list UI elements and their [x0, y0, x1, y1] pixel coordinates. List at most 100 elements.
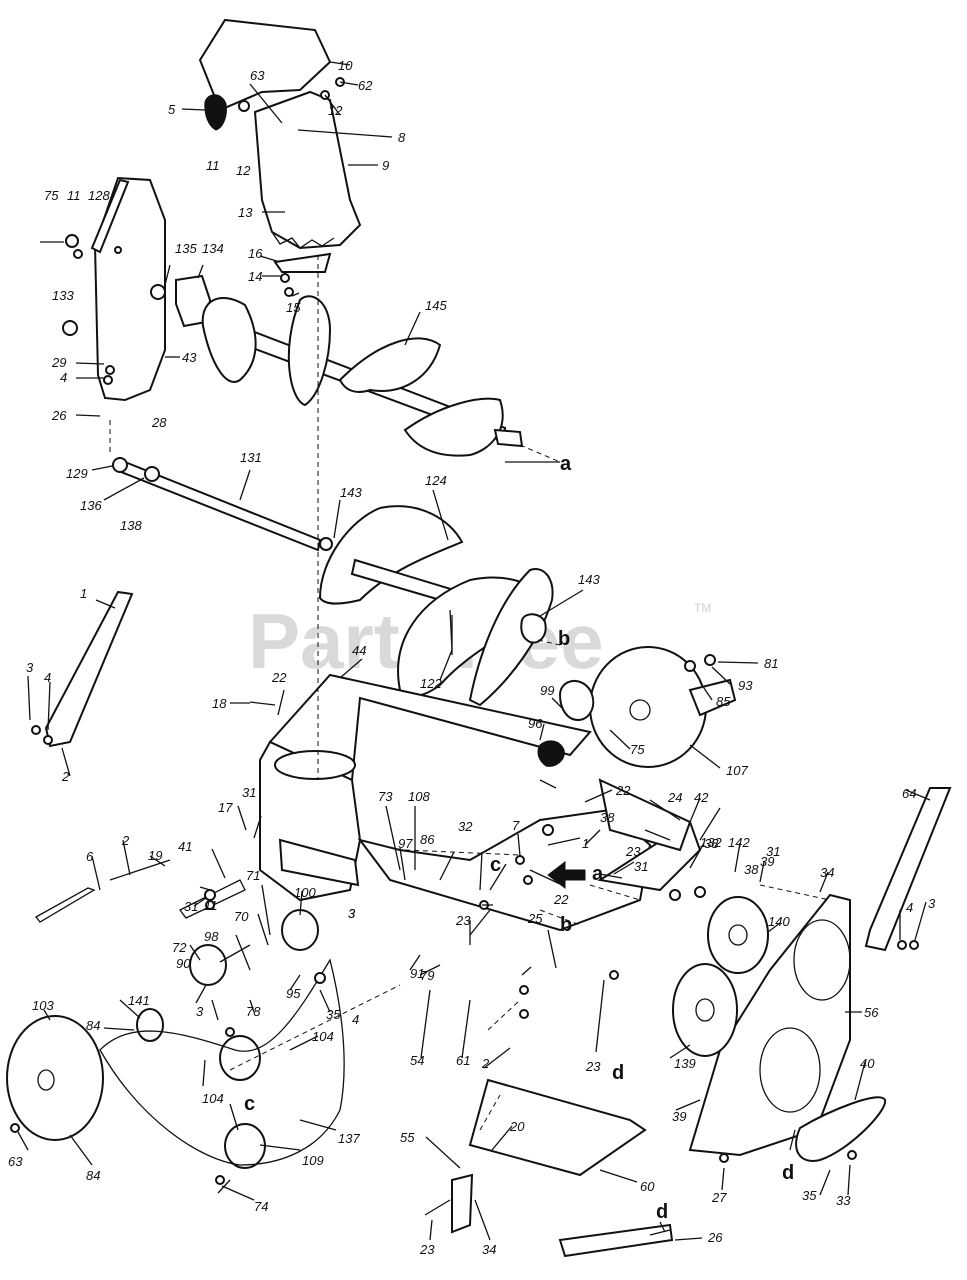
- part-number-callout: 5: [168, 102, 176, 117]
- part-number-callout: 12: [236, 163, 251, 178]
- part-number-callout: 7: [512, 818, 520, 833]
- part-number-callout: 34: [482, 1242, 496, 1257]
- part-number-callout: 10: [338, 58, 353, 73]
- part-number-callout: 122: [420, 676, 442, 691]
- part-number-callout: 61: [456, 1053, 470, 1068]
- part-number-callout: 143: [578, 572, 600, 587]
- part-number-callout: 11: [67, 188, 81, 203]
- discharge-chute: [253, 90, 362, 250]
- part-number-callout: 134: [202, 241, 224, 256]
- part-number-callout: 22: [615, 783, 631, 798]
- part-number-callout: 14: [248, 269, 262, 284]
- part-number-callout: 62: [358, 78, 373, 93]
- part-number-callout: 140: [768, 914, 790, 929]
- part-number-callout: 141: [128, 993, 150, 1008]
- part-number-callout: 3: [26, 660, 34, 675]
- part-number-callout: 81: [764, 656, 778, 671]
- part-number-callout: 40: [860, 1056, 875, 1071]
- reference-letter: a: [592, 863, 604, 885]
- chute-flange: [273, 252, 332, 273]
- part-number-callout: 109: [302, 1153, 324, 1168]
- part-number-callout: 129: [66, 466, 88, 481]
- part-number-callout: 23: [419, 1242, 435, 1257]
- part-number-callout: 42: [694, 790, 709, 805]
- part-number-callout: 27: [711, 1190, 727, 1205]
- part-number-callout: 33: [836, 1193, 851, 1208]
- part-number-callout: 31: [242, 785, 256, 800]
- reference-letter: c: [490, 854, 501, 876]
- part-number-callout: 108: [408, 789, 430, 804]
- leader-lines: [17, 61, 931, 1241]
- lift-link-right: [864, 787, 952, 952]
- part-number-callout: 99: [540, 683, 554, 698]
- part-number-callout: 139: [674, 1056, 696, 1071]
- part-number-callout: 131: [240, 450, 262, 465]
- part-number-callout: 11: [206, 158, 220, 173]
- part-number-callout: 15: [286, 300, 301, 315]
- part-number-callout: 38: [744, 862, 759, 877]
- part-number-callout: 90: [176, 956, 191, 971]
- part-number-callout: 64: [902, 786, 916, 801]
- lift-link-left: [44, 590, 134, 748]
- part-number-callout: 2: [61, 769, 70, 784]
- part-number-callout: 93: [738, 678, 753, 693]
- crank-knob: [204, 94, 227, 131]
- chute-deflector: [198, 18, 332, 112]
- lower-bracket: [468, 1078, 647, 1177]
- part-number-callout: 26: [707, 1230, 723, 1245]
- part-number-callout: 3: [196, 1004, 204, 1019]
- part-number-callout: 71: [246, 868, 260, 883]
- part-number-callout: 4: [352, 1012, 359, 1027]
- part-number-callout: 3: [928, 896, 936, 911]
- part-number-callout: 84: [86, 1018, 100, 1033]
- pulley-103: [6, 1015, 104, 1141]
- part-number-callout: 136: [80, 498, 102, 513]
- part-number-callout: 20: [509, 1119, 525, 1134]
- part-number-callout: 24: [667, 790, 682, 805]
- part-number-callout: 98: [204, 929, 219, 944]
- part-number-callout: 12: [328, 103, 343, 118]
- part-number-callout: 128: [88, 188, 110, 203]
- part-number-callout: 18: [212, 696, 227, 711]
- part-number-callout: 23: [625, 844, 641, 859]
- part-number-callout: 60: [640, 1179, 655, 1194]
- assembly-lines: [109, 255, 831, 1131]
- part-number-callout: 2: [481, 1056, 490, 1071]
- part-number-callout: 74: [254, 1199, 268, 1214]
- side-plate: [688, 893, 851, 1157]
- part-number-callout: 23: [455, 913, 471, 928]
- belt-40: [795, 1096, 887, 1162]
- part-number-callout: 78: [246, 1004, 261, 1019]
- part-number-callout: 29: [51, 355, 66, 370]
- part-number-callout: 104: [312, 1029, 334, 1044]
- pulley-139: [672, 963, 738, 1057]
- part-number-callout: 97: [398, 836, 413, 851]
- part-number-callout: 23: [585, 1059, 601, 1074]
- reference-letter: d: [782, 1162, 794, 1184]
- part-number-callout: 135: [175, 241, 197, 256]
- part-number-callout: 32: [458, 819, 473, 834]
- part-number-callout: 4: [906, 900, 913, 915]
- part-number-callout: 1: [80, 586, 87, 601]
- part-number-callout: 3: [348, 906, 356, 921]
- part-number-callout: 39: [760, 854, 774, 869]
- part-number-callout: 75: [630, 742, 645, 757]
- part-number-callout: 75: [44, 188, 59, 203]
- reference-letter: a: [560, 453, 572, 475]
- part-number-callout: 56: [864, 1005, 879, 1020]
- part-number-callout: 91: [410, 966, 424, 981]
- reference-letter: b: [558, 628, 570, 650]
- part-number-callout: 31: [634, 859, 648, 874]
- watermark-trademark: TM: [694, 601, 711, 615]
- part-number-callout: 44: [352, 643, 366, 658]
- part-number-callout: 84: [86, 1168, 100, 1183]
- reference-letter: d: [612, 1062, 624, 1084]
- part-number-callout: 35: [326, 1007, 341, 1022]
- part-number-callout: 103: [32, 998, 54, 1013]
- part-number-callout: 11: [204, 898, 218, 913]
- reference-letter: c: [244, 1093, 255, 1115]
- part-number-callout: 70: [234, 909, 249, 924]
- part-number-callout: 34: [820, 865, 834, 880]
- part-number-callout: 9: [382, 158, 389, 173]
